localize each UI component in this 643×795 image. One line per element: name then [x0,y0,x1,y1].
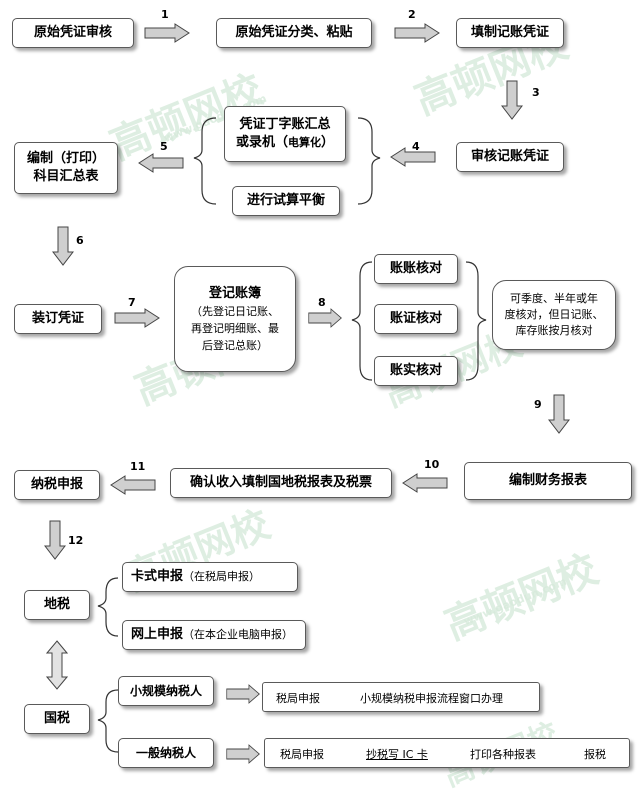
text-line: 库存账按月核对 [515,324,593,337]
box-t-account-summary: 凭证丁字账汇总 或录机（电算化） [224,106,346,162]
text-part: 卡式申报 [131,569,184,584]
text-line: 或录机（电算化） [236,134,334,152]
box-trial-balance: 进行试算平衡 [232,186,340,216]
block-arrow-down [52,226,74,266]
box-small-scale-flow [262,682,540,712]
box-ledger-to-voucher-check: 账证核对 [374,304,458,334]
box-general-flow [264,738,630,768]
text-line: 可季度、半年或年 [510,292,598,305]
step-number: 1 [161,8,169,21]
text-line: 凭证丁字账汇总 [239,117,331,132]
box-original-voucher-audit: 原始凭证审核 [12,18,134,48]
flow-text-tax-bureau: 税局申报 [280,748,324,761]
step-number: 8 [318,296,326,309]
box-check-frequency-note: 可季度、半年或年 度核对，但日记账、 库存账按月核对 [492,280,616,350]
step-number: 7 [128,296,136,309]
text-part: 网上申报 [131,627,184,642]
text-line: 科目汇总表 [33,169,99,184]
step-number: 9 [534,398,542,411]
box-general-taxpayer: 一般纳税人 [118,738,214,768]
step-number: 6 [76,234,84,247]
box-register-ledgers: 登记账簿 （先登记日记账、 再登记明细账、最 后登记总账） [174,266,296,372]
block-arrow-left [138,153,184,173]
brace-right [357,117,381,205]
text-part: 电算化 [288,136,321,149]
block-arrow-left [402,473,448,493]
block-arrow-right [114,308,160,328]
box-confirm-income-tax-forms: 确认收入填制国地税报表及税票 [170,468,392,498]
brace-check-right [465,261,487,381]
block-arrow-right [144,23,190,43]
step-number: 12 [68,534,84,547]
brace-left [193,117,217,205]
box-ledger-to-actual-check: 账实核对 [374,356,458,386]
box-bind-vouchers: 装订凭证 [14,304,102,334]
box-local-tax: 地税 [24,590,90,620]
box-account-summary-table: 编制（打印） 科目汇总表 [14,142,118,194]
flow-text-copy-tax-ic-card: 抄税写 IC 卡 [366,748,428,761]
box-voucher-sort-paste: 原始凭证分类、粘贴 [216,18,372,48]
box-tax-filing: 纳税申报 [14,470,100,500]
brace-dishui [97,577,119,637]
brace-guoshui [97,689,119,753]
block-arrow-right [308,308,342,328]
text-line: 后登记总账） [202,338,268,352]
flow-text-tax-bureau: 税局申报 [276,692,320,705]
text-line: 登记账簿 [208,285,261,301]
block-arrow-down [44,520,66,560]
block-arrow-right [226,744,260,764]
text-line: 再登记明细账、最 [191,321,279,335]
box-ledger-to-ledger-check: 账账核对 [374,254,458,284]
flow-text-submit-tax: 报税 [584,748,606,761]
step-number: 11 [130,460,146,473]
text-part: （在本企业电脑申报） [183,628,294,641]
box-financial-statements: 编制财务报表 [464,462,632,500]
step-number: 5 [160,140,168,153]
text-line: （先登记日记账、 [191,304,279,318]
block-arrow-down [548,394,570,434]
text-part: 或录机（ [235,135,288,150]
box-fill-journal-voucher: 填制记账凭证 [456,18,564,48]
block-arrow-left [390,147,436,167]
block-arrow-left [110,475,156,495]
box-audit-journal-voucher: 审核记账凭证 [456,142,564,172]
flow-text-small-scale-window: 小规模纳税申报流程窗口办理 [360,692,503,705]
text-line: 度核对，但日记账、 [504,308,604,321]
box-online-filing: 网上申报（在本企业电脑申报） [122,620,306,650]
block-arrow-down [501,80,523,120]
flow-text-print-reports: 打印各种报表 [470,748,536,761]
block-arrow-updown [46,640,68,690]
brace-check-left [351,261,373,381]
step-number: 2 [408,8,416,21]
box-national-tax: 国税 [24,704,90,734]
block-arrow-right [226,684,260,704]
box-card-filing: 卡式申报（在税局申报） [122,562,298,592]
box-small-scale-taxpayer: 小规模纳税人 [118,676,214,706]
text-part: （在税局申报） [183,570,261,583]
text-part: ） [321,135,335,150]
step-number: 3 [532,86,540,99]
block-arrow-right [394,23,440,43]
text-line: 编制（打印） [26,151,105,166]
step-number: 10 [424,458,440,471]
step-number: 4 [412,140,420,153]
